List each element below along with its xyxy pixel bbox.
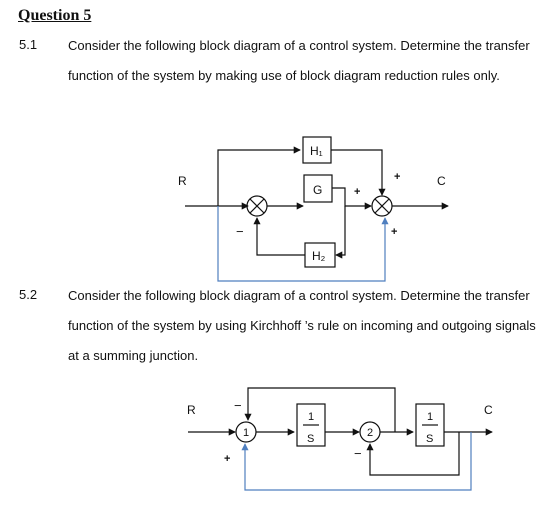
block-b2-denominator: S: [426, 433, 433, 445]
question-number-5-2: 5.2: [19, 287, 38, 302]
junction-1-label: 1: [243, 427, 249, 439]
d1-output-label: C: [437, 174, 446, 188]
feedforward-line-h1: [217, 146, 301, 206]
blue-outer-feedback-line: [241, 432, 472, 491]
d2-output-label: C: [484, 403, 493, 417]
sj1-minus-sign: −: [236, 224, 244, 239]
h2-feedback-line: [253, 217, 305, 256]
g-output-line: [332, 187, 372, 210]
h1-output-line: [331, 149, 386, 196]
feedback-to-h2-line: [335, 206, 346, 259]
sj2-left-plus-sign: +: [354, 186, 360, 198]
blue-feedforward-line: [217, 206, 389, 282]
d1-input-label: R: [178, 174, 187, 188]
j2-bottom-minus-sign: −: [354, 446, 362, 461]
block-b1: [296, 403, 326, 447]
diagram-5-1: [185, 136, 449, 282]
diagram-5-2: [188, 387, 493, 491]
question-5-2-text: Consider the following block diagram of …: [68, 288, 536, 363]
block-h2-label: H₂: [312, 249, 326, 263]
question-heading: Question 5: [18, 7, 92, 24]
block-b2: [415, 403, 445, 447]
question-5-1-text: Consider the following block diagram of …: [68, 38, 530, 83]
j1-top-minus-sign: −: [234, 398, 242, 413]
top-feedback-line: [244, 387, 396, 432]
inner-feedback-line: [366, 432, 460, 476]
junction-2-label: 2: [367, 427, 373, 439]
block-g-label: G: [313, 183, 322, 197]
block-b1-denominator: S: [307, 433, 314, 445]
d2-input-label: R: [187, 403, 196, 417]
sj2-top-plus-sign: +: [394, 171, 400, 183]
j1-bottom-plus-sign: +: [224, 453, 230, 465]
block-b2-numerator: 1: [427, 411, 433, 423]
question-number-5-1: 5.1: [19, 37, 38, 52]
sj2-bottom-plus-sign: +: [391, 226, 397, 238]
block-h1-label: H₁: [310, 144, 323, 158]
block-b1-numerator: 1: [308, 411, 314, 423]
